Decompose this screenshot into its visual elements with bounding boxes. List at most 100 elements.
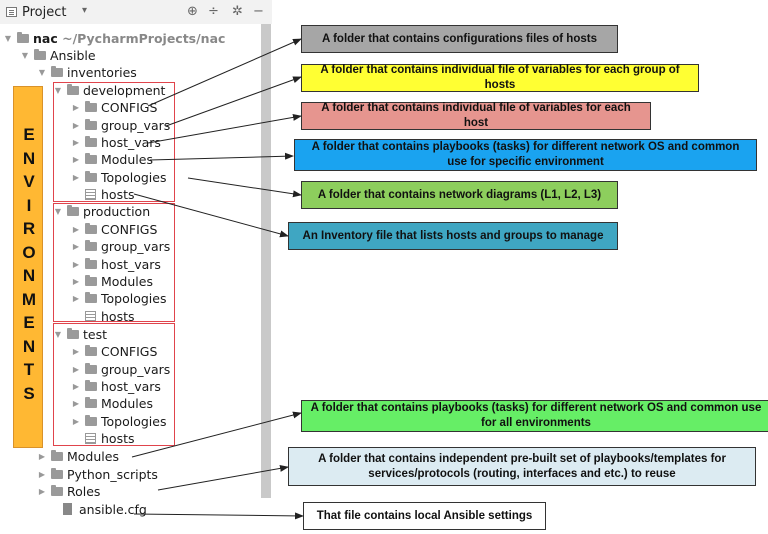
folder-icon — [85, 258, 97, 269]
callout-env-modules: A folder that contains playbooks (tasks)… — [294, 139, 757, 171]
folder-icon — [85, 223, 97, 234]
tree-item-label: CONFIGS — [101, 100, 158, 115]
environments-letter: T — [23, 360, 35, 379]
expanded-arrow-icon[interactable]: ▼ — [54, 207, 62, 216]
tree-item-label: ansible.cfg — [79, 502, 147, 517]
folder-icon — [85, 397, 97, 408]
chevron-down-icon[interactable]: ▾ — [82, 5, 88, 16]
environments-letter: N — [22, 148, 36, 168]
tree-item-label: development — [83, 83, 166, 98]
tree-item-label: host_vars — [101, 135, 161, 150]
arrow-common-modules — [131, 411, 302, 458]
folder-icon — [67, 205, 79, 216]
environments-letter: I — [26, 195, 32, 215]
hide-icon[interactable]: − — [253, 4, 264, 19]
arrow-host-vars — [147, 113, 302, 144]
collapsed-arrow-icon[interactable]: ▶ — [72, 121, 80, 130]
collapsed-arrow-icon[interactable]: ▶ — [72, 260, 80, 269]
folder-icon — [85, 119, 97, 130]
tree-item-label: Modules — [101, 274, 153, 289]
tree-item-label: CONFIGS — [101, 344, 158, 359]
environments-letter: V — [23, 172, 35, 191]
folder-icon — [51, 450, 63, 461]
tree-item-label: group_vars — [101, 362, 171, 377]
collapsed-arrow-icon[interactable]: ▶ — [72, 225, 80, 234]
folder-icon — [85, 153, 97, 164]
project-path: ~/PycharmProjects/nac — [57, 31, 226, 46]
tree-item-label: host_vars — [101, 257, 161, 272]
collapsed-arrow-icon[interactable]: ▶ — [72, 365, 80, 374]
callout-host-vars: A folder that contains individual file o… — [301, 102, 651, 130]
tree-item-label: group_vars — [101, 239, 171, 254]
tree-item-label: hosts — [101, 431, 135, 446]
folder-icon — [85, 171, 97, 182]
folder-icon — [51, 485, 63, 496]
tree-item-label: host_vars — [101, 379, 161, 394]
folder-icon — [51, 66, 63, 77]
environments-letter: R — [22, 219, 36, 238]
project-icon — [6, 7, 17, 17]
collapsed-arrow-icon[interactable]: ▶ — [72, 417, 80, 426]
expanded-arrow-icon[interactable]: ▼ — [54, 330, 62, 339]
tree-item-label: production — [83, 204, 151, 219]
tree-item-label: CONFIGS — [101, 222, 158, 237]
collapsed-arrow-icon[interactable]: ▶ — [38, 470, 46, 479]
collapse-icon[interactable]: ÷ — [208, 4, 219, 19]
environments-letter: E — [23, 313, 35, 332]
folder-icon — [51, 468, 63, 479]
expanded-arrow-icon[interactable]: ▼ — [54, 86, 62, 95]
folder-icon — [85, 275, 97, 286]
folder-icon — [85, 101, 97, 112]
collapsed-arrow-icon[interactable]: ▶ — [72, 347, 80, 356]
arrow-topologies — [187, 177, 302, 198]
tree-item-label: Roles — [67, 484, 101, 499]
tree-item-label: hosts — [101, 187, 135, 202]
collapsed-arrow-icon[interactable]: ▶ — [72, 103, 80, 112]
arrow-hosts — [133, 193, 289, 238]
environments-letter: M — [21, 289, 37, 309]
folder-icon — [67, 84, 79, 95]
collapsed-arrow-icon[interactable]: ▶ — [72, 242, 80, 251]
collapsed-arrow-icon[interactable]: ▶ — [72, 399, 80, 408]
arrow-ansible-cfg — [133, 512, 304, 520]
collapsed-arrow-icon[interactable]: ▶ — [72, 382, 80, 391]
scrollbar[interactable] — [261, 24, 271, 498]
inventory-file-icon — [85, 433, 96, 444]
inventory-file-icon — [85, 189, 96, 200]
locate-icon[interactable]: ⊕ — [187, 4, 198, 19]
tree-item-label: Modules — [101, 396, 153, 411]
environments-letter: N — [22, 266, 36, 285]
folder-icon — [85, 345, 97, 356]
tree-item-label: Topologies — [101, 170, 167, 185]
collapsed-arrow-icon[interactable]: ▶ — [38, 452, 46, 461]
env-box-development — [53, 82, 175, 202]
folder-icon — [85, 240, 97, 251]
collapsed-arrow-icon[interactable]: ▶ — [72, 294, 80, 303]
tree-item-label: Python_scripts — [67, 467, 158, 482]
expanded-arrow-icon[interactable]: ▼ — [21, 51, 29, 60]
folder-icon — [85, 380, 97, 391]
collapsed-arrow-icon[interactable]: ▶ — [72, 138, 80, 147]
callout-topologies: A folder that contains network diagrams … — [301, 181, 618, 209]
collapsed-arrow-icon[interactable]: ▶ — [38, 487, 46, 496]
folder-icon — [34, 49, 46, 60]
arrow-group-vars — [165, 76, 302, 127]
arrow-configs — [147, 38, 302, 107]
expanded-arrow-icon[interactable]: ▼ — [38, 68, 46, 77]
gear-icon[interactable]: ✲ — [232, 4, 243, 19]
folder-icon — [85, 292, 97, 303]
collapsed-arrow-icon[interactable]: ▶ — [72, 277, 80, 286]
callout-configs: A folder that contains configurations fi… — [301, 25, 618, 53]
collapsed-arrow-icon[interactable]: ▶ — [72, 155, 80, 164]
collapsed-arrow-icon[interactable]: ▶ — [72, 173, 80, 182]
env-box-production — [53, 203, 175, 322]
tree-item-label: test — [83, 327, 108, 342]
folder-icon — [17, 32, 29, 43]
tree-item-label: inventories — [67, 65, 137, 80]
expanded-arrow-icon[interactable]: ▼ — [4, 34, 12, 43]
panel-title[interactable]: Project — [22, 5, 67, 20]
folder-icon — [85, 415, 97, 426]
env-box-test — [53, 323, 175, 446]
